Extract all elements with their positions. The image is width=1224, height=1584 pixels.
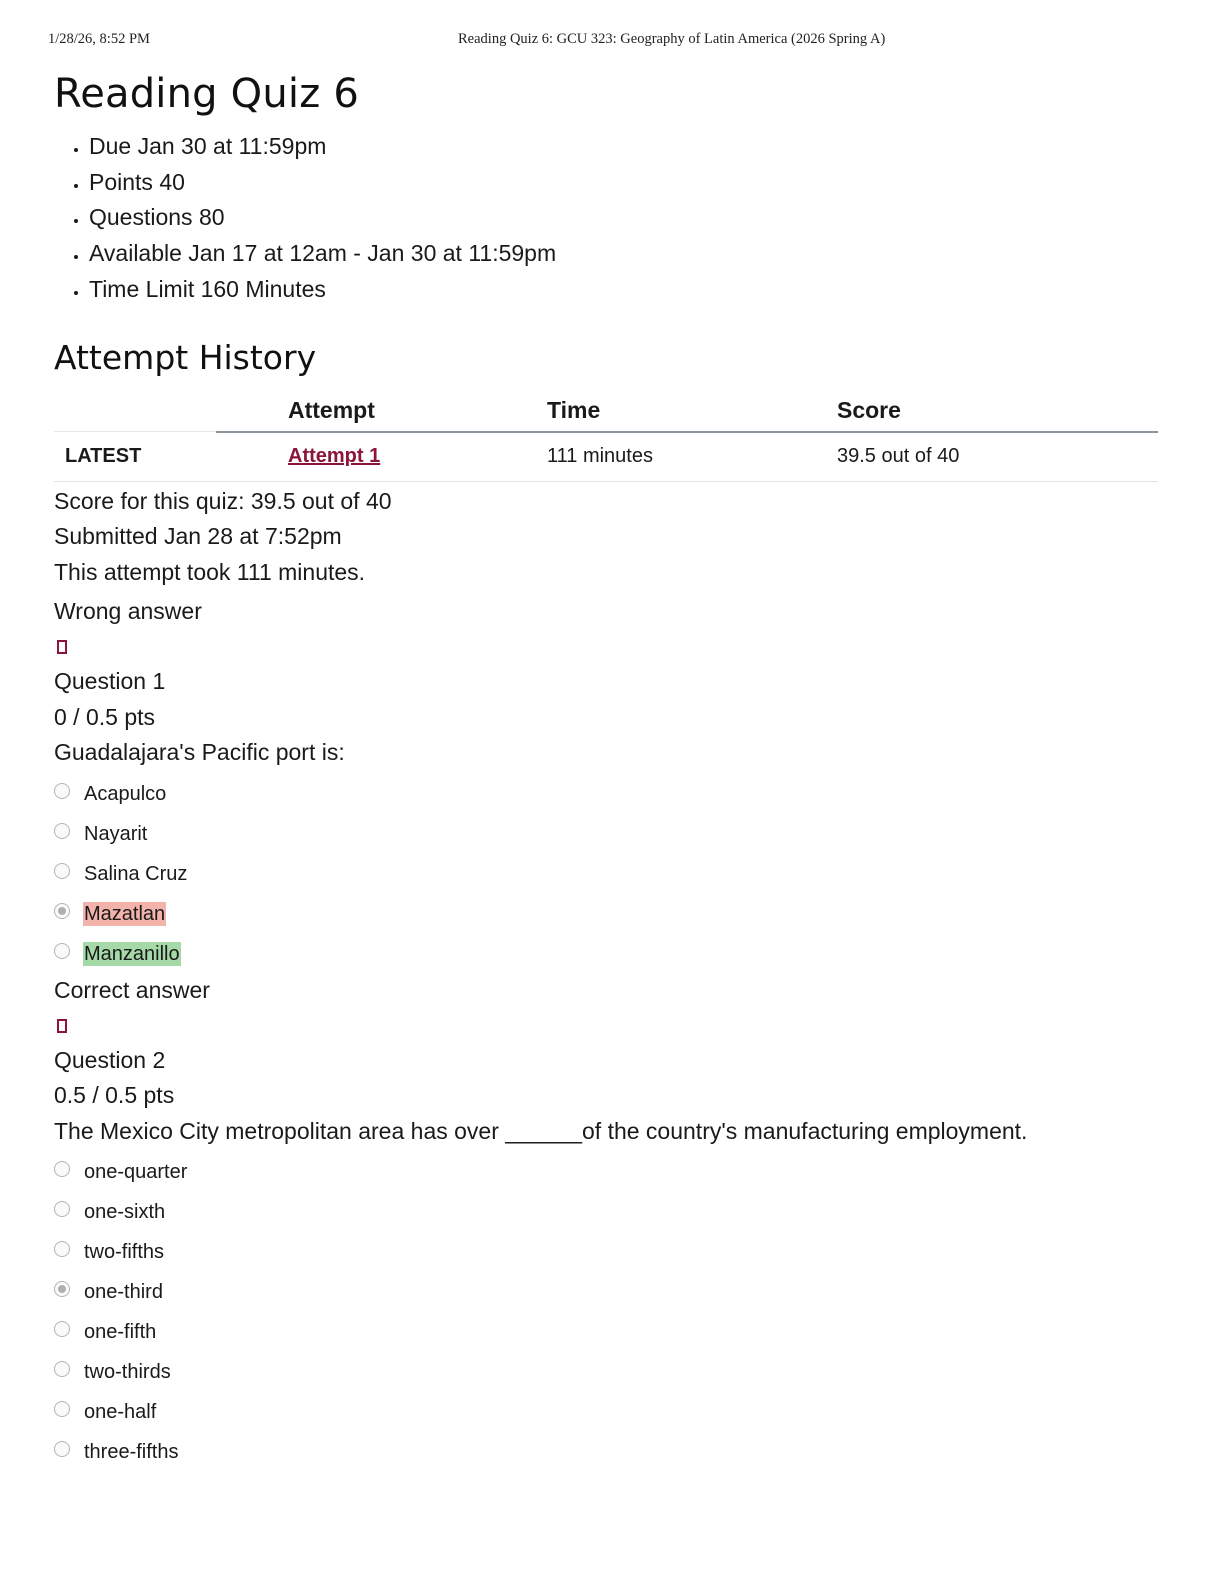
table-header-blank	[54, 389, 216, 433]
radio-icon[interactable]	[54, 942, 70, 959]
table-cell-score: 39.5 out of 40	[837, 431, 1158, 482]
answer-option[interactable]: Nayarit	[54, 815, 1158, 855]
answer-option[interactable]: Acapulco	[54, 775, 1158, 815]
page-title: Reading Quiz 6	[54, 71, 359, 117]
answer-label: one-half	[84, 1401, 157, 1424]
question-points: 0 / 0.5 pts	[54, 703, 156, 730]
answer-label: Acapulco	[84, 782, 167, 805]
question-text: The Mexico City metropolitan area has ov…	[54, 1117, 1028, 1144]
radio-icon[interactable]	[54, 822, 70, 839]
print-header: 1/28/26, 8:52 PM Reading Quiz 6: GCU 323…	[0, 31, 1224, 51]
submitted-timestamp: Submitted Jan 28 at 7:52pm	[54, 523, 342, 550]
attempt-history-table: Attempt Time Score LATEST Attempt 1 111 …	[54, 389, 1158, 482]
table-cell-spacer	[216, 431, 288, 482]
radio-icon[interactable]	[54, 862, 70, 879]
answer-label-wrong: Mazatlan	[83, 901, 167, 926]
radio-icon[interactable]	[54, 782, 70, 799]
quiz-detail-due: Due Jan 30 at 11:59pm	[89, 129, 1158, 165]
question-2: Correct answer Question 2 0.5 / 0.5 pts …	[54, 975, 1158, 1474]
table-header-spacer	[216, 389, 288, 433]
quiz-detail-available: Available Jan 17 at 12am - Jan 30 at 11:…	[89, 236, 1158, 272]
quiz-detail-questions: Questions 80	[89, 200, 1158, 236]
question-number: Question 2	[54, 1046, 166, 1073]
answer-label: one-fifth	[84, 1321, 157, 1344]
radio-icon[interactable]	[54, 1321, 70, 1338]
answer-option[interactable]: one-sixth	[54, 1193, 1158, 1233]
answer-option[interactable]: Salina Cruz	[54, 855, 1158, 895]
table-cell-time: 111 minutes	[547, 431, 837, 482]
question-text: Guadalajara's Pacific port is:	[54, 739, 345, 766]
answer-option[interactable]: two-fifths	[54, 1233, 1158, 1273]
radio-icon[interactable]	[54, 1241, 70, 1258]
radio-icon[interactable]	[54, 1361, 70, 1378]
answer-list: one-quarter one-sixth two-fifths one-thi…	[54, 1153, 1158, 1473]
radio-icon[interactable]	[54, 1401, 70, 1418]
table-header-row: Attempt Time Score	[54, 389, 1158, 433]
flag-icon[interactable]	[57, 640, 67, 655]
latest-label: LATEST	[54, 431, 216, 482]
answer-label: three-fifths	[84, 1441, 179, 1464]
quiz-score-summary: Score for this quiz: 39.5 out of 40	[54, 487, 392, 514]
flag-icon[interactable]	[57, 1018, 67, 1033]
question-number: Question 1	[54, 668, 166, 695]
answer-option[interactable]: one-half	[54, 1393, 1158, 1433]
answer-label: Nayarit	[84, 822, 148, 845]
answer-label: one-quarter	[84, 1161, 188, 1184]
table-header-score: Score	[837, 389, 1158, 433]
table-header-time: Time	[547, 389, 837, 433]
quiz-details-list: Due Jan 30 at 11:59pm Points 40 Question…	[54, 129, 1158, 308]
question-result-label: Wrong answer	[54, 598, 202, 625]
quiz-content: Reading Quiz 6 Due Jan 30 at 11:59pm Poi…	[54, 68, 1158, 1473]
question-points: 0.5 / 0.5 pts	[54, 1082, 175, 1109]
answer-option-selected[interactable]: one-third	[54, 1273, 1158, 1313]
answer-label: one-sixth	[84, 1201, 166, 1224]
answer-label: one-third	[84, 1281, 163, 1304]
print-page-title: Reading Quiz 6: GCU 323: Geography of La…	[458, 31, 886, 47]
answer-label: Salina Cruz	[84, 862, 188, 885]
answer-label: two-thirds	[84, 1361, 171, 1384]
table-cell-attempt: Attempt 1	[288, 431, 547, 482]
answer-list: Acapulco Nayarit Salina Cruz Mazatlan Ma…	[54, 775, 1158, 975]
answer-option[interactable]: two-thirds	[54, 1353, 1158, 1393]
quiz-detail-points: Points 40	[89, 165, 1158, 201]
table-header-attempt: Attempt	[288, 389, 547, 433]
print-datetime: 1/28/26, 8:52 PM	[48, 31, 150, 47]
answer-option[interactable]: one-quarter	[54, 1153, 1158, 1193]
attempt-history-heading: Attempt History	[54, 337, 317, 377]
table-row: LATEST Attempt 1 111 minutes 39.5 out of…	[54, 431, 1158, 482]
radio-selected-icon[interactable]	[54, 1281, 70, 1298]
radio-icon[interactable]	[54, 1161, 70, 1178]
answer-option-selected-wrong[interactable]: Mazatlan	[54, 895, 1158, 935]
radio-icon[interactable]	[54, 1441, 70, 1458]
attempt-1-link[interactable]: Attempt 1	[288, 445, 381, 468]
question-result-label: Correct answer	[54, 976, 210, 1003]
question-1: Wrong answer Question 1 0 / 0.5 pts Guad…	[54, 596, 1158, 975]
attempt-duration: This attempt took 111 minutes.	[54, 558, 366, 585]
radio-selected-icon[interactable]	[54, 902, 70, 919]
answer-label-correct: Manzanillo	[83, 941, 181, 966]
answer-option-correct[interactable]: Manzanillo	[54, 935, 1158, 975]
answer-option[interactable]: one-fifth	[54, 1313, 1158, 1353]
answer-option[interactable]: three-fifths	[54, 1433, 1158, 1473]
radio-icon[interactable]	[54, 1201, 70, 1218]
quiz-detail-time-limit: Time Limit 160 Minutes	[89, 272, 1158, 308]
answer-label: two-fifths	[84, 1241, 165, 1264]
